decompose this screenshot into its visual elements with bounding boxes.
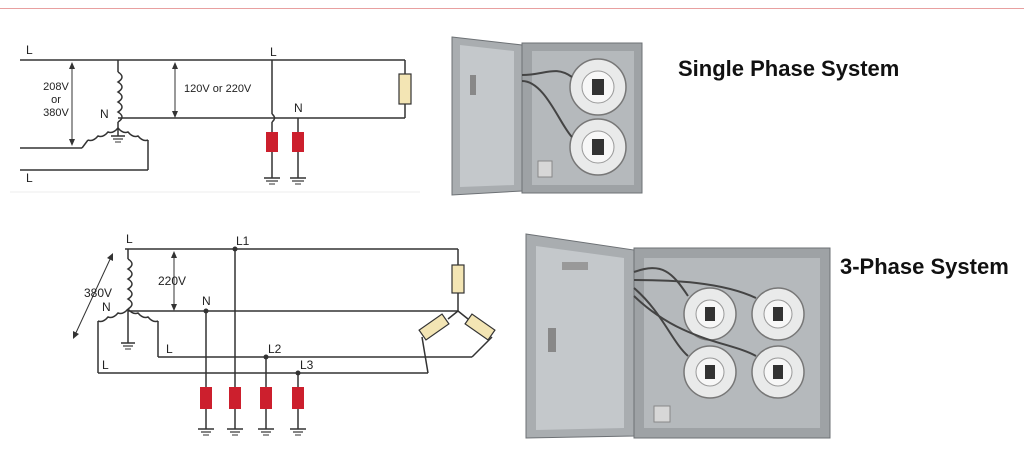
three-phase-title: 3-Phase System — [840, 254, 1009, 279]
tp-load-resistor-b — [418, 313, 450, 341]
tp-load-resistor-a — [451, 264, 465, 294]
three-phase-diagram: L N 380V 220V N L L L1 L2 L3 — [73, 232, 496, 436]
tp-label-l-bottom: L — [102, 358, 109, 372]
sp-label-l-top: L — [26, 43, 33, 57]
tp-label-l-mid: L — [166, 342, 173, 356]
sp-load-resistor — [398, 73, 412, 105]
single-phase-diagram: L N L 208V or 380V 120V or 220V L N — [10, 43, 420, 193]
sp-load-voltage: 120V or 220V — [184, 83, 252, 95]
tp-surge-arrester-l1 — [229, 387, 241, 409]
tp-label-l3: L3 — [300, 358, 314, 372]
tp-surge-arrester-l2 — [260, 387, 272, 409]
single-phase-enclosure-photo — [451, 36, 643, 196]
tp-label-l2: L2 — [268, 342, 282, 356]
sp-supply-voltage-2: or — [51, 94, 61, 106]
tp-label-l1: L1 — [236, 234, 250, 248]
tp-label-n-tap: N — [202, 294, 211, 308]
sp-surge-arrester-1 — [266, 132, 278, 152]
sp-surge-arrester-2 — [292, 132, 304, 152]
tp-surge-arrester-l3 — [292, 387, 304, 409]
sp-label-l-tap: L — [270, 45, 277, 59]
sp-supply-voltage-3: 380V — [43, 107, 69, 119]
sp-label-l-bottom: L — [26, 171, 33, 185]
tp-label-n-source: N — [102, 300, 111, 314]
tp-load-voltage: 220V — [158, 274, 186, 288]
three-phase-enclosure-photo — [525, 233, 831, 439]
tp-surge-arrester-n — [200, 387, 212, 409]
tp-load-resistor-c — [464, 313, 496, 341]
tp-label-l-top: L — [126, 232, 133, 246]
single-phase-title: Single Phase System — [678, 56, 900, 81]
sp-label-n-source: N — [100, 107, 109, 121]
tp-supply-voltage: 380V — [84, 286, 112, 300]
sp-supply-voltage-1: 208V — [43, 81, 69, 93]
header-divider — [0, 8, 1024, 9]
sp-label-n-tap: N — [294, 101, 303, 115]
